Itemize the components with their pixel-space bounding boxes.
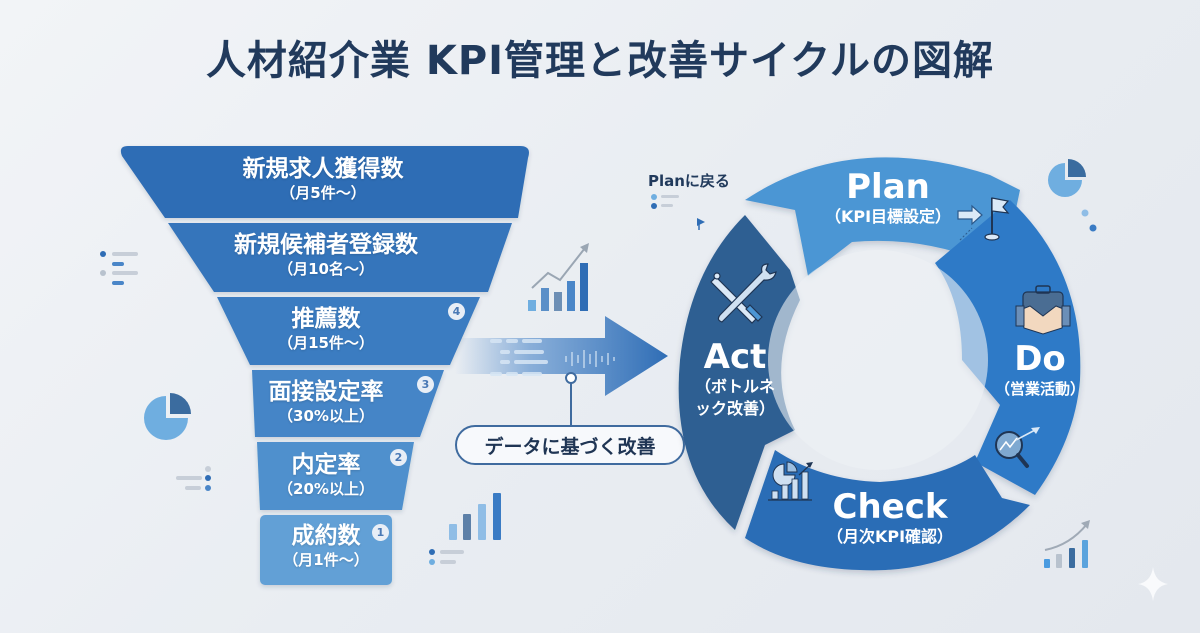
act-segment — [678, 215, 800, 530]
growth-chart-icon — [528, 243, 589, 311]
stage-name: 面接設定率 — [268, 379, 384, 405]
funnel-stage-3: 推薦数 （月15件〜） — [278, 305, 374, 353]
tools-icon — [710, 263, 777, 324]
chart-report-icon — [768, 461, 813, 501]
phase-detail-line-1: （ボトルネ — [694, 377, 776, 396]
funnel-stage-6-shape — [260, 515, 392, 585]
stage-target: （月10名〜） — [278, 260, 374, 278]
phase-detail: （営業活動） — [994, 380, 1086, 398]
data-driven-improvement-label: データに基づく改善 — [455, 425, 685, 465]
funnel-stage-2-shape — [168, 223, 512, 292]
funnel-stage-3-shape — [217, 297, 480, 365]
stage-target: （月5件〜） — [280, 184, 366, 202]
phase-name: Act — [703, 337, 767, 377]
pie-chart-icon-right — [1048, 159, 1097, 232]
magnifier-analysis-icon — [995, 427, 1040, 468]
funnel-stage-6: 成約数 （月1件〜） — [283, 522, 368, 570]
page-title: 人材紹介業 KPI管理と改善サイクルの図解 — [205, 38, 995, 84]
list-icon-bottom-left — [176, 466, 211, 491]
stage-badge-1: 1 — [372, 524, 389, 541]
handshake-briefcase-icon — [1015, 285, 1071, 335]
funnel-stage-2: 新規候補者登録数 （月10名〜） — [234, 231, 418, 279]
stage-name: 成約数 — [291, 523, 361, 549]
phase-name: Check — [832, 487, 948, 527]
stage-badge-3: 3 — [417, 376, 434, 393]
check-segment — [745, 450, 1030, 571]
funnel-stage-5: 内定率 （20%以上） — [278, 451, 374, 499]
do-phase: Do （営業活動） — [995, 340, 1085, 400]
funnel-stage-5-shape — [257, 442, 414, 510]
pie-chart-icon-left — [144, 393, 191, 440]
stage-badge-4: 4 — [448, 303, 465, 320]
list-icon-left — [100, 251, 138, 285]
stage-name: 新規候補者登録数 — [234, 232, 418, 258]
goal-flag-icon — [957, 197, 1010, 241]
stage-badge-2: 2 — [390, 449, 407, 466]
bar-chart-icon-bottom — [429, 493, 501, 565]
plan-segment — [745, 157, 1020, 276]
act-phase: Act （ボトルネ ック改善） — [695, 338, 775, 420]
funnel-stage-4: 面接設定率 （30%以上） — [269, 378, 384, 426]
phase-detail: （月次KPI確認） — [826, 527, 954, 546]
stage-name: 内定率 — [291, 452, 361, 478]
growth-chart-icon-bottom-right — [1044, 520, 1090, 568]
do-segment — [935, 200, 1081, 495]
stage-target: （月15件〜） — [278, 334, 374, 352]
phase-detail-line-2: ック改善） — [694, 399, 776, 418]
stage-name: 推薦数 — [291, 306, 361, 332]
data-flow-arrow-icon — [455, 316, 668, 396]
stage-target: （30%以上） — [278, 407, 374, 425]
funnel-stage-1-shape — [120, 146, 529, 218]
phase-detail: （KPI目標設定） — [824, 207, 952, 226]
back-to-plan-label: Planに戻る — [648, 172, 730, 190]
funnel-stage-1: 新規求人獲得数 （月5件〜） — [243, 155, 404, 203]
sparkle-icon — [1138, 567, 1168, 601]
list-icon-top-right — [651, 194, 705, 230]
plan-phase: Plan （KPI目標設定） — [825, 168, 951, 228]
stage-target: （20%以上） — [278, 480, 374, 498]
funnel-stage-4-shape — [252, 370, 444, 437]
stage-target: （月1件〜） — [283, 551, 369, 569]
stage-name: 新規求人獲得数 — [242, 156, 404, 182]
phase-name: Do — [1014, 339, 1066, 379]
phase-name: Plan — [846, 167, 930, 207]
check-phase: Check （月次KPI確認） — [827, 488, 953, 548]
